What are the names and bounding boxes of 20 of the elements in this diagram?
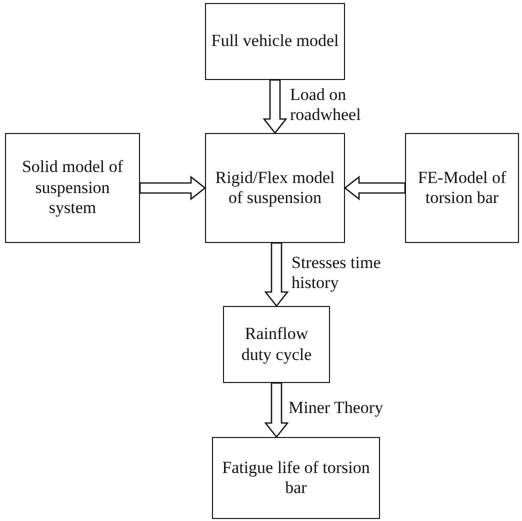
process-box xyxy=(205,3,345,80)
process-box xyxy=(5,133,140,243)
hollow-arrow xyxy=(139,176,206,200)
edge-label: Stresses time history xyxy=(292,252,382,294)
box-text: Solid model of suspension system xyxy=(20,157,124,219)
edge-label: Load on roadwheel xyxy=(290,84,362,126)
process-box xyxy=(405,133,519,243)
box-text: Rigid/Flex model of suspension xyxy=(214,168,336,208)
hollow-arrow xyxy=(264,382,289,438)
box-text: Fatigue life of torsion bar xyxy=(221,458,371,498)
hollow-arrow xyxy=(262,79,288,134)
box-text: Rainflow duty cycle xyxy=(240,324,313,365)
box-text: FE-Model of torsion bar xyxy=(416,168,508,208)
hollow-arrow xyxy=(344,176,406,200)
process-box xyxy=(212,437,380,519)
process-box xyxy=(223,306,330,383)
process-box xyxy=(205,133,345,243)
edge-label: Miner Theory xyxy=(288,398,384,418)
hollow-arrow xyxy=(264,242,289,308)
box-text: Full vehicle model xyxy=(211,31,339,52)
